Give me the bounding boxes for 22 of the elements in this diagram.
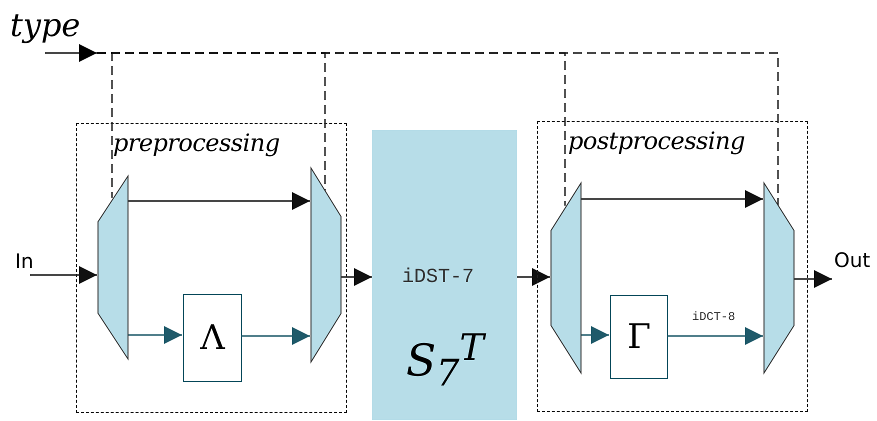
arrow <box>127 192 310 210</box>
arrow <box>667 327 763 345</box>
arrow <box>580 190 763 208</box>
group-title: preprocessing <box>113 129 280 157</box>
group-title: postprocessing <box>568 127 745 155</box>
arrow <box>127 326 182 344</box>
arrow <box>580 326 609 344</box>
dashed-group-box <box>537 121 808 412</box>
block-label: iDST-7 <box>402 266 474 289</box>
dashed-group-box <box>76 123 347 413</box>
signal-label: In <box>15 249 34 273</box>
arrow <box>793 270 832 288</box>
transform-block <box>372 130 517 420</box>
signal-label: Out <box>834 248 870 272</box>
signal-label: type <box>10 6 80 44</box>
arrow <box>517 268 550 286</box>
control-line <box>97 52 779 206</box>
operator-box: Γ <box>610 295 668 379</box>
operator-box: Λ <box>183 294 242 382</box>
arrow <box>241 327 310 345</box>
arrow <box>340 268 372 286</box>
arrow <box>30 266 97 284</box>
